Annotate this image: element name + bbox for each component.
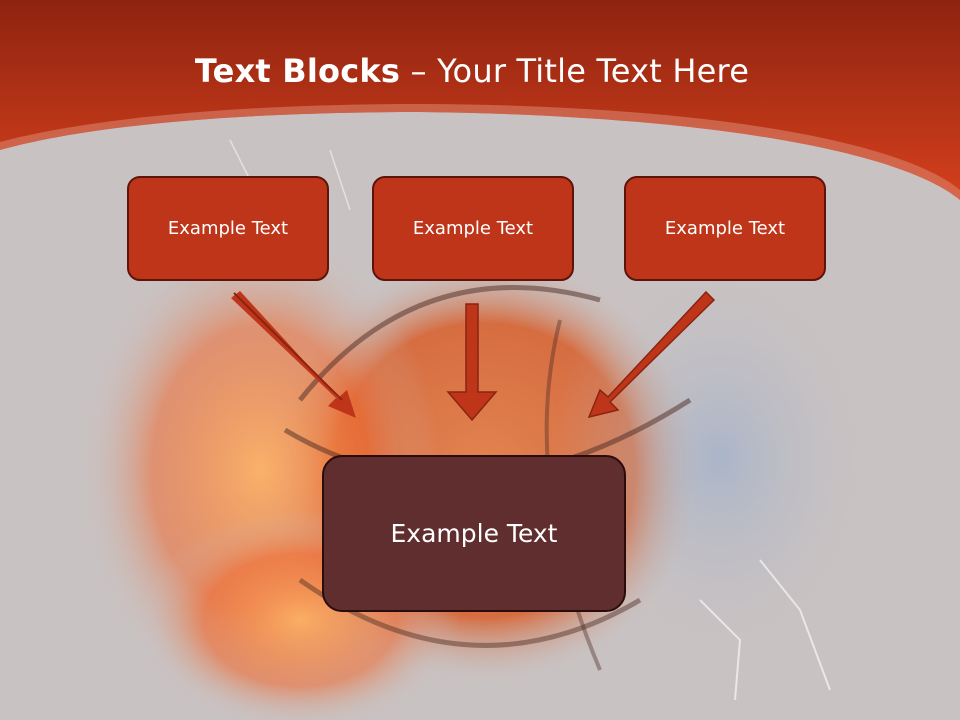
title-bold: Text Blocks <box>194 52 401 90</box>
text-block-3-label: Example Text <box>664 218 786 239</box>
text-block-2[interactable]: Example Text <box>372 176 574 281</box>
arrow-center <box>446 303 498 422</box>
text-block-3[interactable]: Example Text <box>624 176 826 281</box>
arrow-right <box>587 290 716 419</box>
text-block-main[interactable]: Example Text <box>322 455 626 612</box>
text-block-main-label: Example Text <box>390 519 558 548</box>
text-block-1-label: Example Text <box>167 218 289 239</box>
title-rest: Your Title Text Here <box>437 52 750 90</box>
arrow-left-outline <box>233 292 343 401</box>
header-band <box>0 0 960 200</box>
text-block-1[interactable]: Example Text <box>127 176 329 281</box>
slide-title: Text Blocks – Your Title Text Here <box>0 52 944 90</box>
text-block-2-label: Example Text <box>412 218 534 239</box>
arrow-left <box>231 291 356 418</box>
title-separator: – <box>400 52 438 90</box>
